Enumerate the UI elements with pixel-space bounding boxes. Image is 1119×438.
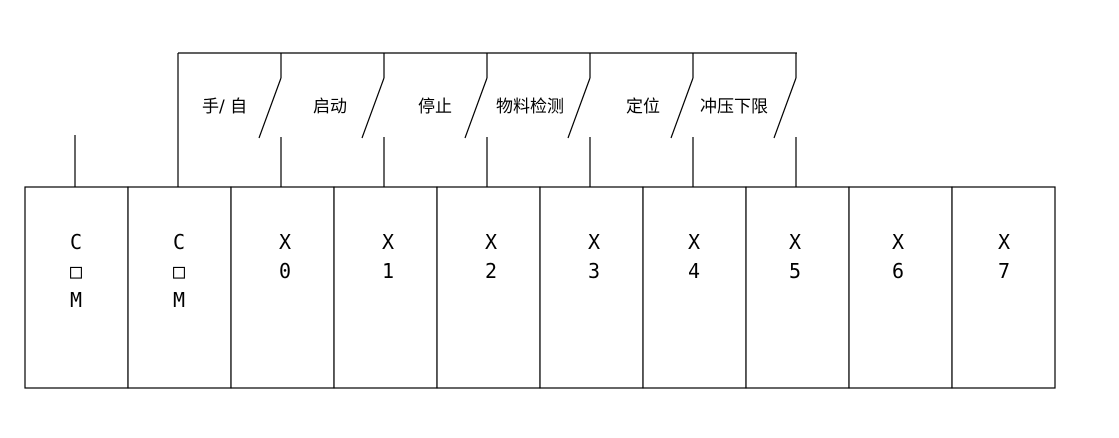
switch-label-material-detect: 物料检测 xyxy=(496,97,564,117)
switch-label-press-lower-limit: 冲压下限 xyxy=(700,97,768,117)
terminal-x4-line-2: 4 xyxy=(688,259,700,283)
terminal-x3-line-1: X xyxy=(588,230,600,254)
terminal-x6-line-2: 6 xyxy=(892,259,904,283)
terminal-x2 xyxy=(436,186,541,389)
terminal-x0-line-1: X xyxy=(279,230,291,254)
terminal-x0-line-2: 0 xyxy=(279,259,291,283)
terminal-x5 xyxy=(745,186,850,389)
switch-label-start: 启动 xyxy=(313,97,347,117)
terminal-com-1-line-3: M xyxy=(70,288,82,312)
terminal-block xyxy=(24,186,1056,389)
terminal-com-1 xyxy=(24,186,129,389)
terminal-x0 xyxy=(230,186,335,389)
switch-x1-contact-blade xyxy=(361,77,385,139)
terminal-x6-line-1: X xyxy=(892,230,904,254)
switch-x0-contact-blade xyxy=(258,77,282,139)
switch-x4-contact-blade xyxy=(670,77,694,139)
switch-label-positioning: 定位 xyxy=(626,97,660,117)
terminal-com-2-line-2: □ xyxy=(173,259,185,283)
terminal-com-1-line-1: C xyxy=(70,230,82,254)
terminal-x3-line-2: 3 xyxy=(588,259,600,283)
terminal-x7-line-2: 7 xyxy=(998,259,1010,283)
terminal-com-1-line-2: □ xyxy=(70,259,82,283)
terminal-x1 xyxy=(333,186,438,389)
terminal-x4-line-1: X xyxy=(688,230,700,254)
terminal-x2-line-1: X xyxy=(485,230,497,254)
terminal-x7-line-1: X xyxy=(998,230,1010,254)
terminal-x1-line-1: X xyxy=(382,230,394,254)
terminal-x5-line-1: X xyxy=(789,230,801,254)
terminal-x3 xyxy=(539,186,644,389)
terminal-com-2-line-1: C xyxy=(173,230,185,254)
terminal-x1-line-2: 1 xyxy=(382,259,394,283)
terminal-x4 xyxy=(642,186,747,389)
switch-x5-contact-blade xyxy=(773,77,797,139)
terminal-com-2-line-3: M xyxy=(173,288,185,312)
terminal-x5-line-2: 5 xyxy=(789,259,801,283)
terminal-x6 xyxy=(848,186,953,389)
switch-label-hand-auto: 手/ 自 xyxy=(202,97,247,117)
switch-x3-contact-blade xyxy=(567,77,591,139)
switch-group xyxy=(258,53,797,187)
terminal-x2-line-2: 2 xyxy=(485,259,497,283)
terminal-x7 xyxy=(951,186,1056,389)
switch-x2-contact-blade xyxy=(464,77,488,139)
switch-label-stop: 停止 xyxy=(418,97,452,117)
